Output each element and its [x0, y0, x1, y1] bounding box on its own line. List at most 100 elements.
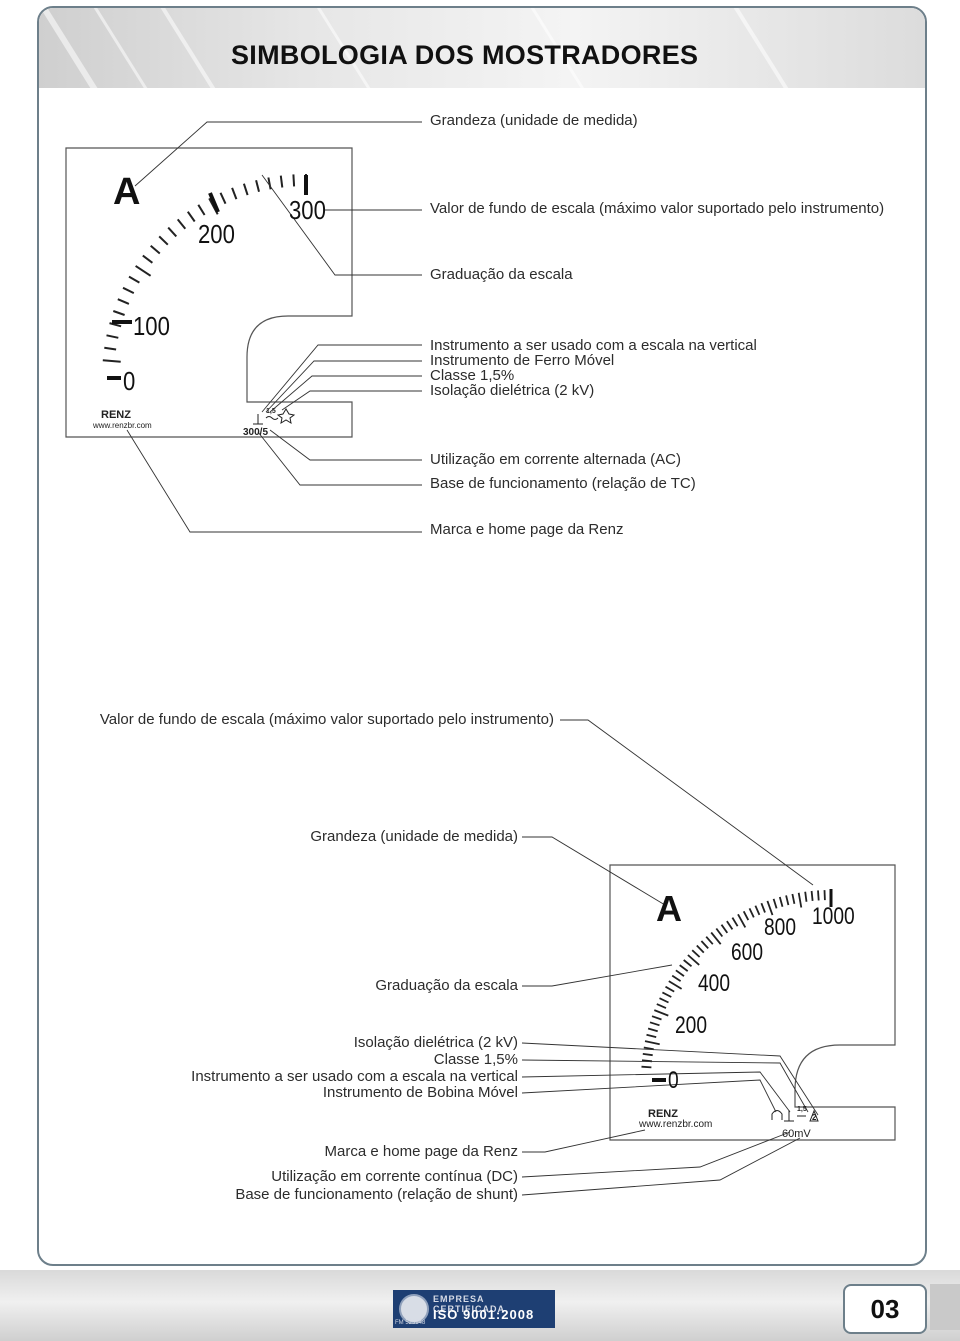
meter2-scale-200: 200 — [675, 1012, 708, 1039]
certification-seal-icon — [399, 1294, 429, 1324]
meter2-website: www.renzbr.com — [639, 1119, 713, 1130]
cert-code: FM 523948 — [395, 1320, 426, 1326]
meter2-scale-1000: 1000 — [812, 903, 855, 930]
scale-tick — [104, 346, 117, 351]
scale-tick — [661, 991, 672, 998]
scale-tick — [112, 310, 125, 316]
scale-tick — [797, 892, 803, 908]
meter1-unit: A — [113, 171, 141, 213]
meter1-scale-max: 300 — [289, 195, 326, 225]
scale-tick — [671, 974, 682, 982]
m1-label-vertical: Instrumento a ser usado com a escala na … — [430, 337, 757, 354]
meter2-scale-800: 800 — [764, 914, 797, 941]
scale-tick — [700, 940, 709, 950]
meter1-brand: RENZ — [101, 409, 131, 421]
m2-label-fundo-escala: Valor de fundo de escala (máximo valor s… — [99, 711, 554, 728]
scale-tick — [641, 1065, 652, 1069]
meter2-scale-zero: 0 — [668, 1067, 679, 1094]
scale-tick — [643, 1046, 654, 1051]
page-title: SIMBOLOGIA DOS MOSTRADORES — [231, 40, 699, 70]
page-number: 03 — [870, 1294, 900, 1324]
scale-tick — [128, 275, 140, 284]
scale-tick — [642, 1053, 653, 1057]
scale-tick — [679, 964, 689, 972]
meter1-200-tick — [208, 192, 220, 213]
m1-label-ac: Utilização em corrente alternada (AC) — [430, 451, 681, 468]
scale-tick — [117, 298, 130, 305]
scale-tick — [646, 1033, 657, 1038]
scale-tick — [668, 980, 683, 990]
title-banner — [39, 8, 925, 102]
m1-label-isolacao: Isolação dielétrica (2 kV) — [430, 382, 595, 399]
meter2-faceplate — [609, 864, 896, 1141]
meter2-insulation: 2 — [812, 1113, 817, 1122]
scale-tick — [665, 985, 675, 993]
scale-tick — [659, 997, 669, 1004]
scale-tick — [817, 890, 820, 901]
scale-tick — [683, 959, 693, 968]
scale-tick — [778, 896, 784, 907]
m1-label-tc: Base de funcionamento (relação de TC) — [430, 475, 696, 492]
scale-tick — [176, 218, 187, 230]
m2-label-marca: Marca e home page da Renz — [324, 1143, 518, 1160]
meter2-scale-400: 400 — [698, 970, 731, 997]
footer-edge-block — [930, 1284, 960, 1330]
scale-tick — [279, 175, 284, 188]
m2-label-grandeza: Grandeza (unidade de medida) — [310, 828, 518, 845]
scale-tick — [106, 334, 119, 339]
scale-tick — [186, 211, 196, 223]
meter2-unit: A — [656, 888, 682, 929]
scale-tick — [766, 900, 774, 916]
scale-tick — [731, 917, 739, 927]
iso-certification-badge: EMPRESA CERTIFICADA ISO 9001:2008 FM 523… — [393, 1290, 555, 1328]
m1-label-grandeza: Grandeza (unidade de medida) — [430, 112, 638, 129]
scale-tick — [109, 322, 122, 328]
meter1-scale-ticks — [102, 174, 307, 363]
scale-tick — [691, 949, 701, 958]
scale-tick — [255, 179, 260, 193]
scale-tick — [720, 924, 729, 934]
scale-tick — [696, 944, 705, 954]
scale-tick — [647, 1027, 658, 1033]
scale-tick — [292, 174, 296, 187]
m1-label-fundo-escala: Valor de fundo de escala (máximo valor s… — [430, 200, 885, 217]
scale-tick — [135, 265, 152, 277]
scale-tick — [142, 254, 153, 264]
scale-tick — [644, 1040, 660, 1046]
scale-tick — [102, 359, 121, 363]
meter1-leaders — [126, 121, 422, 533]
meter2-scale-ticks — [641, 890, 832, 1069]
meter1-faceplate — [65, 147, 353, 438]
scale-tick — [651, 1015, 662, 1021]
m1-label-ferro-movel: Instrumento de Ferro Móvel — [430, 352, 615, 369]
scale-tick — [760, 902, 766, 913]
m1-label-classe: Classe 1,5% — [430, 367, 515, 384]
meter1-scale-100: 100 — [133, 311, 170, 341]
scale-tick — [219, 192, 227, 205]
cert-line-1: EMPRESA CERTIFICADA — [433, 1294, 505, 1314]
scale-tick — [785, 895, 790, 906]
meter1-class: 1,5 — [266, 408, 276, 415]
m2-label-graduacao: Graduação da escala — [375, 977, 518, 994]
meter1-scale-200: 200 — [198, 219, 235, 249]
scale-tick — [242, 183, 249, 196]
scale-tick — [167, 226, 178, 238]
scale-tick — [656, 1003, 667, 1009]
scale-tick — [737, 913, 747, 928]
scale-tick — [649, 1021, 660, 1027]
m1-label-graduacao: Graduação da escala — [430, 266, 573, 283]
scale-tick — [705, 936, 714, 945]
scale-tick — [754, 905, 761, 916]
meter1-scale-zero: 0 — [123, 366, 136, 396]
scale-tick — [653, 1009, 669, 1017]
page-number-box: 03 — [843, 1284, 927, 1334]
cert-line-2: ISO 9001:2008 — [433, 1307, 535, 1322]
scale-tick — [158, 235, 169, 246]
scale-tick — [197, 204, 206, 216]
m2-label-dc: Utilização em corrente contínua (DC) — [271, 1168, 518, 1185]
meter1-website: www.renzbr.com — [93, 421, 152, 430]
meter1-symbols — [253, 408, 296, 425]
m2-label-classe: Classe 1,5% — [433, 1051, 518, 1068]
scale-tick — [804, 891, 808, 902]
